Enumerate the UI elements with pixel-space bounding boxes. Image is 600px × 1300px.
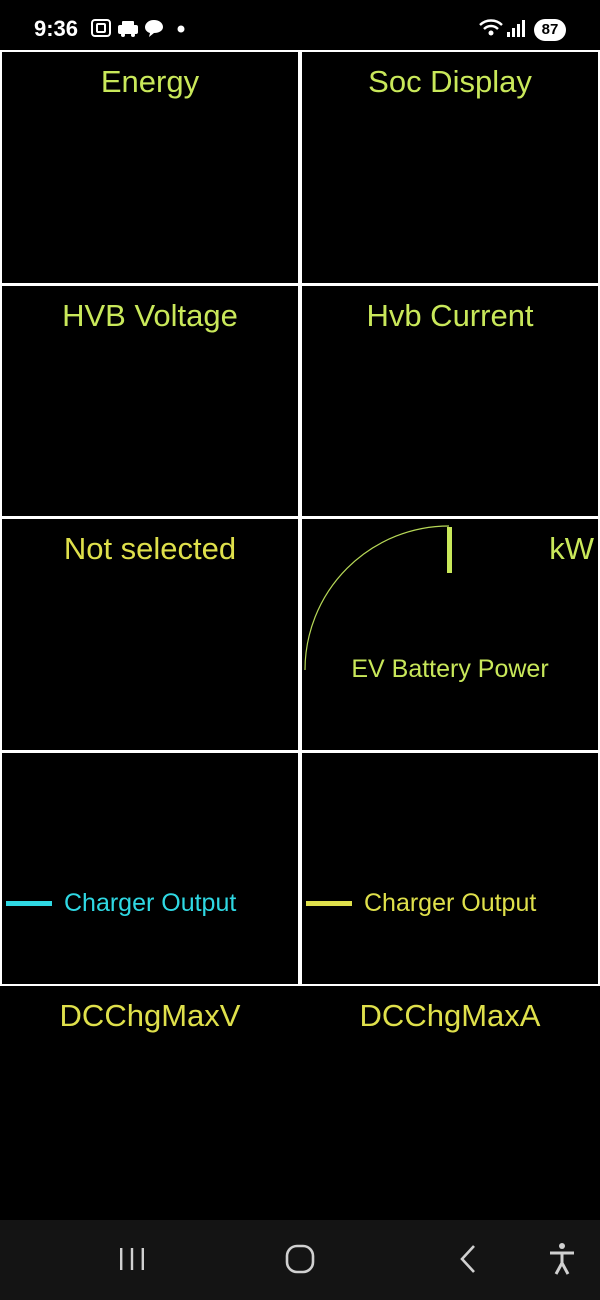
chat-icon	[144, 18, 164, 42]
screenshot-icon	[90, 18, 112, 42]
tile-hvb-voltage[interactable]: HVB Voltage	[2, 286, 298, 516]
home-icon[interactable]	[276, 1238, 324, 1282]
legend-label: Charger Output	[64, 889, 237, 917]
tile-dcchgmaxv-title[interactable]: DCChgMaxV	[59, 998, 241, 1033]
tile-soc-display[interactable]: Soc Display	[302, 52, 598, 283]
gauge-needle	[447, 527, 452, 573]
tile-title: Soc Display	[368, 64, 532, 99]
navigation-bar	[0, 1220, 600, 1300]
tile-title: Energy	[100, 64, 200, 99]
tile-charger-output-left[interactable]: Charger Output	[2, 753, 298, 984]
dashboard-grid: Energy Soc Display HVB Voltage Hvb Curre…	[0, 50, 600, 986]
legend-label: Charger Output	[364, 889, 537, 917]
bottom-tiles: DCChgMaxV DCChgMaxA	[0, 986, 600, 1220]
back-icon[interactable]	[444, 1238, 492, 1282]
tile-title: HVB Voltage	[62, 298, 238, 333]
tile-ev-battery-power[interactable]: kW EV Battery Power	[302, 519, 598, 750]
chart-legend: Charger Output	[6, 889, 236, 918]
power-gauge	[304, 525, 452, 671]
signal-icon	[506, 18, 526, 42]
gauge-arc	[304, 525, 450, 671]
battery-indicator: 87	[534, 19, 566, 41]
legend-swatch	[6, 901, 52, 906]
tile-title: Hvb Current	[366, 298, 534, 333]
gauge-unit: kW	[549, 531, 594, 566]
status-time: 9:36	[34, 16, 79, 41]
tile-charger-output-right[interactable]: Charger Output	[302, 753, 598, 984]
legend-swatch	[306, 901, 352, 906]
wifi-icon	[478, 18, 504, 42]
status-bar: 9:36 87	[0, 0, 600, 52]
tile-dcchgmaxa-title[interactable]: DCChgMaxA	[359, 998, 541, 1033]
dot-icon	[176, 18, 186, 42]
accessibility-icon[interactable]	[538, 1238, 586, 1282]
gauge-label: EV Battery Power	[351, 655, 549, 683]
tile-not-selected[interactable]: Not selected	[2, 519, 298, 750]
tile-energy[interactable]: Energy	[2, 52, 298, 283]
chart-legend: Charger Output	[306, 889, 536, 918]
car-icon	[116, 18, 140, 42]
tile-title: Not selected	[63, 531, 237, 566]
recent-apps-icon[interactable]	[108, 1238, 156, 1282]
tile-hvb-current[interactable]: Hvb Current	[302, 286, 598, 516]
